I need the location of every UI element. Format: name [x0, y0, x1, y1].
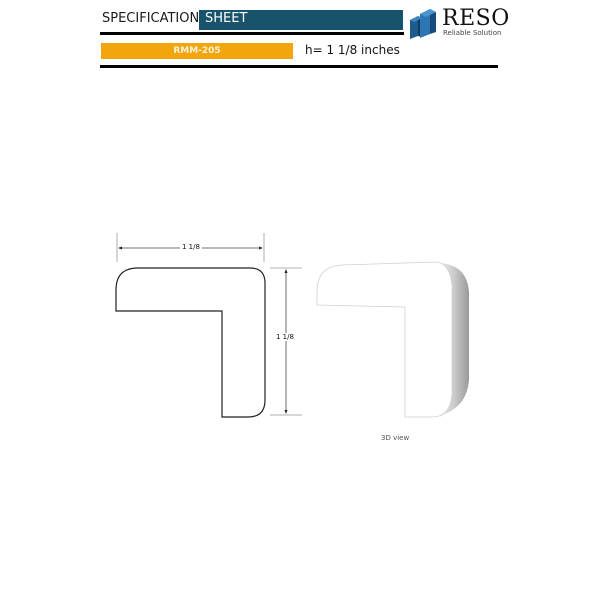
- model-banner: RMM-205: [101, 43, 293, 59]
- spec-title: SPECIFICATION: [102, 11, 200, 26]
- logo-tagline: Reliable Solution: [443, 29, 502, 37]
- 3d-view-caption: 3D view: [381, 434, 410, 442]
- header-bottom-rule: [100, 65, 498, 68]
- model-number: RMM-205: [173, 46, 221, 56]
- width-dimension-label: 1 1/8: [180, 243, 202, 251]
- building-blocks-icon: [410, 9, 436, 39]
- header-rule: [100, 32, 404, 35]
- logo-name: RESO: [442, 6, 510, 31]
- sheet-title: SHEET: [205, 11, 248, 26]
- height-dimension-label: 1 1/8: [274, 333, 296, 341]
- sheet-banner: [199, 10, 403, 30]
- height-spec: h= 1 1/8 inches: [305, 43, 400, 57]
